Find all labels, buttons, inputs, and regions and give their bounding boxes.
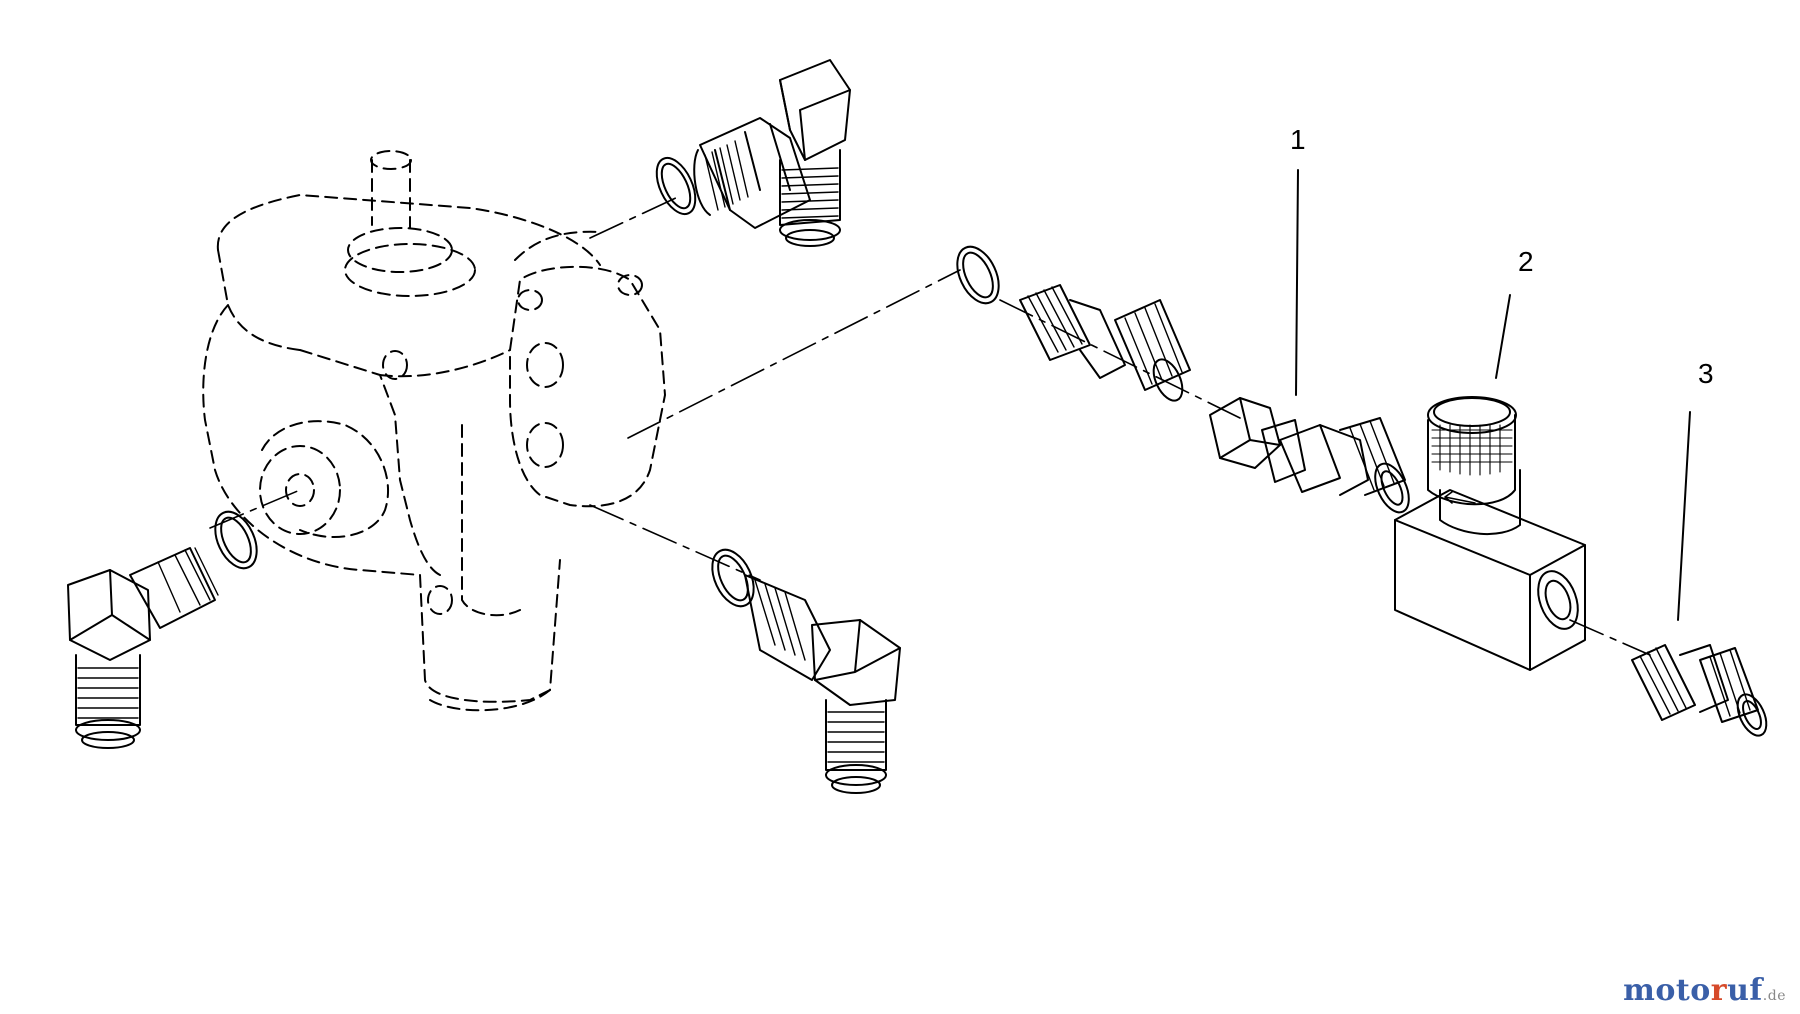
assembly-center-lines (209, 195, 1651, 656)
o-rings (214, 156, 1000, 608)
elbow-fitting-top (693, 59, 851, 247)
leader-line-2 (1495, 294, 1511, 379)
watermark-logo: motoruf.de (1623, 973, 1786, 1008)
leader-line-1 (1295, 169, 1299, 396)
callout-label-3: 3 (1698, 358, 1714, 389)
part-2-needle-valve (1394, 396, 1586, 671)
callout-label-2: 2 (1518, 246, 1534, 277)
straight-adapter (1019, 284, 1191, 402)
elbow-fitting-left (67, 547, 219, 749)
elbow-fitting-bottom (744, 574, 901, 794)
watermark-part-3: uf (1727, 973, 1763, 1008)
watermark-part-4: .de (1762, 988, 1786, 1004)
leader-line-3 (1677, 411, 1691, 621)
watermark-part-2: r (1710, 973, 1728, 1008)
callout-label-1: 1 (1290, 124, 1306, 155)
valve-body-phantom (202, 150, 666, 712)
part-1-fitting (1209, 397, 1410, 514)
watermark-part-1: moto (1623, 973, 1711, 1008)
part-3-nipple (1631, 644, 1768, 737)
